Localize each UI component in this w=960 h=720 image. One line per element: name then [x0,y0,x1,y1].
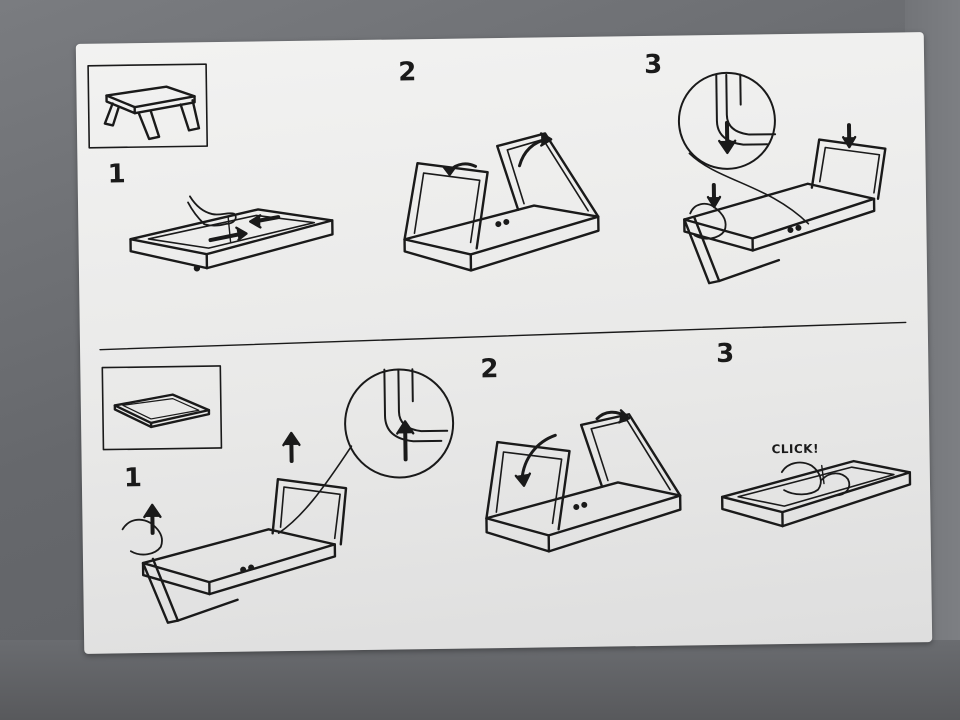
tray-folding-diagram [485,409,682,553]
bottom-step-2-number: 2 [480,354,499,385]
flat-tray-with-hand-diagram [129,195,334,272]
bottom-step-3-number: 3 [715,338,735,370]
top-step-3-number: 3 [643,49,663,81]
click-label: CLICK! [771,441,820,457]
tray-bottom-rim [0,640,960,720]
instruction-sheet: 2 3 1 2 3 1 CLICK! [75,32,933,654]
section-divider [99,321,907,351]
tray-unfolding-diagram [403,132,600,272]
top-step-2-number: 2 [398,57,417,88]
lift-frame-detail-diagram [121,368,455,624]
instruction-illustrations [87,63,912,624]
bottom-step-1-number: 1 [123,463,143,494]
flat-tray-icon [101,365,223,451]
bed-tray-with-legs-icon [87,63,209,149]
top-step-1-number: 1 [107,159,126,190]
fold-frame-detail-diagram [677,71,887,285]
tray-click-closed-diagram [720,459,912,528]
